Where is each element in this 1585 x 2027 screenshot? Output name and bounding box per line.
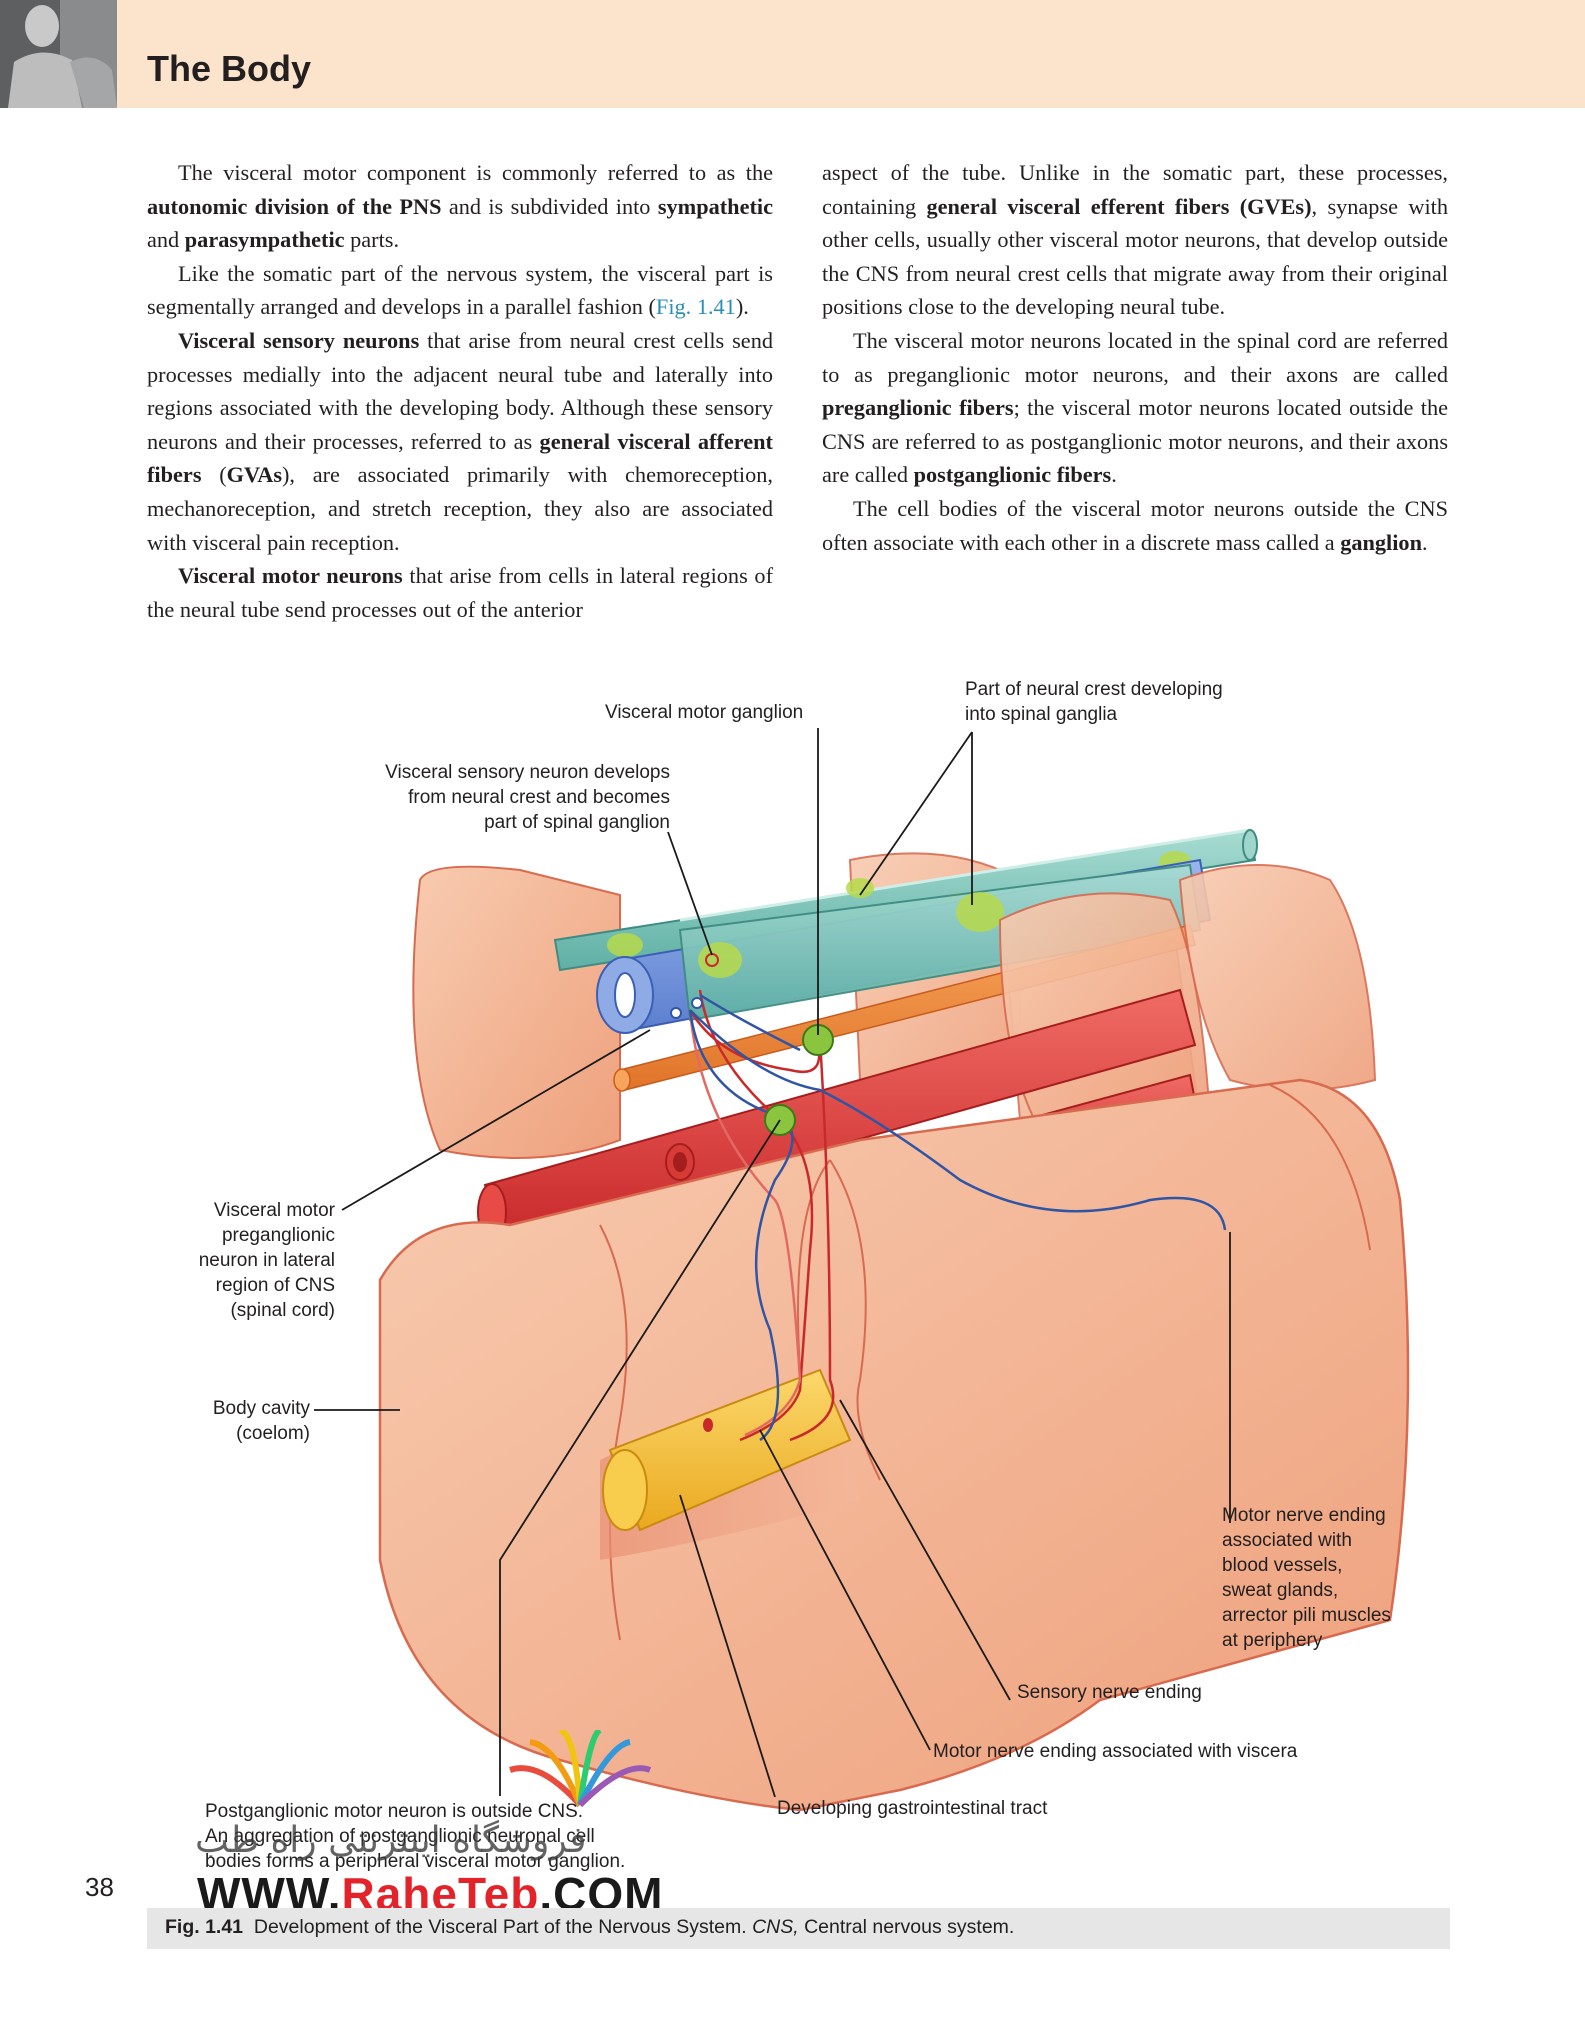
paragraph: aspect of the tube. Unlike in the somati… <box>822 160 1448 320</box>
paragraph: The visceral motor neurons located in th… <box>822 327 1448 488</box>
figure-link[interactable]: Fig. 1.41 <box>655 294 736 320</box>
label-sensory-nerve-ending: Sensory nerve ending <box>1017 1682 1202 1703</box>
label-visceral-motor-ganglion: Visceral motor ganglion <box>605 702 804 723</box>
paragraph: Visceral sensory neurons that arise from… <box>147 327 774 555</box>
paragraph: Like the somatic part of the nervous sys… <box>147 260 773 320</box>
label-motor-nerve-viscera: Motor nerve ending associated with visce… <box>933 1741 1298 1762</box>
chapter-thumbnail-image <box>0 0 117 108</box>
label-visceral-sensory-neuron: Visceral sensory neuron develops from ne… <box>385 762 670 833</box>
watermark-persian-text: فروشگاه اینترنتی راه طب <box>195 1820 587 1861</box>
label-preganglionic-neuron: Visceral motor preganglionic neuron in l… <box>198 1200 335 1321</box>
paragraph: The visceral motor component is commonly… <box>147 160 773 253</box>
figure-caption-bar <box>147 1908 1450 1949</box>
figure-caption: Fig. 1.41 Development of the Visceral Pa… <box>165 1916 1015 1938</box>
leader-lines <box>314 728 1231 1798</box>
label-neural-crest: Part of neural crest developing into spi… <box>965 679 1223 725</box>
watermark-logo <box>500 1730 660 1810</box>
page-header: The Body <box>0 0 1585 108</box>
page-number: 38 <box>85 1872 114 1902</box>
paragraph: The cell bodies of the visceral motor ne… <box>822 495 1448 555</box>
label-gi-tract: Developing gastrointestinal tract <box>777 1798 1048 1819</box>
gi-tract <box>602 1368 852 1532</box>
page-header-title: The Body <box>147 48 312 89</box>
label-body-cavity: Body cavity (coelom) <box>212 1398 310 1444</box>
label-motor-nerve-periphery: Motor nerve ending associated with blood… <box>1222 1505 1391 1651</box>
nerve-fibers <box>688 989 1227 1442</box>
label-postganglionic-neuron: Postganglionic motor neuron is outside C… <box>205 1801 626 1872</box>
paragraph: Visceral motor neurons that arise from c… <box>147 563 773 622</box>
left-text-column: The visceral motor component is commonly… <box>147 156 773 626</box>
right-text-column: aspect of the tube. Unlike in the somati… <box>822 156 1448 559</box>
